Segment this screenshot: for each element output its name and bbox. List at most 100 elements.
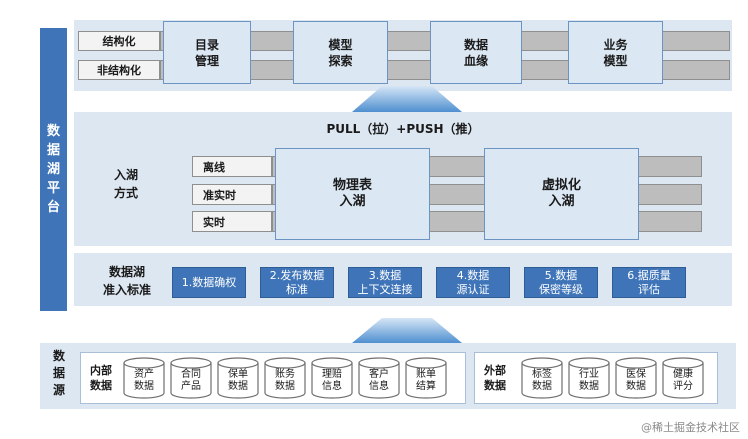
unstructured-label: 非结构化 — [78, 60, 160, 80]
external-label-line: 数据 — [484, 379, 506, 392]
module-text: 模型 — [603, 53, 628, 68]
source-text: 数据 — [626, 381, 646, 392]
module-text: 模型 — [328, 37, 353, 52]
standard-text: 保密等级 — [539, 282, 583, 296]
ingest-box-text: 虚拟化 — [541, 178, 581, 193]
standards-label-line: 准入标准 — [102, 283, 151, 297]
standard-text: 上下文连接 — [357, 282, 413, 296]
source-text: 理赔 — [322, 369, 342, 380]
standard-item-source-cert: 4.数据 源认证 — [436, 267, 510, 298]
source-title-char: 数 — [52, 349, 65, 363]
source-text: 客户 — [369, 369, 389, 380]
standard-text: 1.数据确权 — [181, 275, 237, 289]
standard-text: 评估 — [638, 282, 660, 296]
module-text: 血缘 — [463, 53, 488, 68]
pull-push-title: PULL（拉）+PUSH（推） — [326, 122, 480, 136]
source-text: 结算 — [416, 381, 436, 392]
external-source-health-score: 健康评分 — [662, 357, 704, 399]
source-text: 医保 — [626, 369, 646, 380]
source-text: 账单 — [416, 369, 436, 380]
standard-item-security-level: 5.数据 保密等级 — [524, 267, 598, 298]
module-text: 目录 — [194, 37, 219, 52]
source-text: 信息 — [369, 381, 389, 392]
standards-label-line: 数据湖 — [108, 265, 145, 279]
source-text: 账务 — [275, 369, 295, 380]
internal-data-label: 内部 数据 — [84, 363, 118, 393]
offline-text: 离线 — [203, 160, 225, 174]
business-model-box: 业务 模型 — [568, 21, 663, 84]
platform-char: 据 — [46, 143, 60, 158]
unstructured-text: 非结构化 — [97, 64, 141, 77]
near-realtime-label: 准实时 — [192, 184, 272, 205]
near-realtime-text: 准实时 — [203, 188, 236, 202]
admission-standards-label: 数据湖 准入标准 — [88, 263, 166, 299]
platform-char: 平 — [46, 181, 60, 196]
source-text: 信息 — [322, 381, 342, 392]
ingest-mode-line: 入湖 — [113, 168, 138, 182]
internal-source-billing-settlement: 账单结算 — [405, 357, 447, 399]
module-text: 管理 — [194, 53, 219, 68]
ingest-mode-line: 方式 — [113, 186, 138, 200]
standard-text: 2.发布数据 — [269, 268, 325, 282]
source-text: 评分 — [673, 381, 693, 392]
physical-table-ingest-box: 物理表 入湖 — [275, 148, 430, 240]
standard-text: 标准 — [286, 282, 308, 296]
internal-source-asset-data: 资产数据 — [123, 357, 165, 399]
upward-flow-arrow — [352, 86, 462, 112]
standard-text: 源认证 — [456, 282, 490, 296]
source-text: 数据 — [275, 381, 295, 392]
structured-text: 结构化 — [102, 35, 136, 48]
model-exploration-box: 模型 探索 — [293, 21, 388, 84]
ingest-box-text: 入湖 — [339, 194, 366, 209]
internal-source-accounting-data: 账务数据 — [264, 357, 306, 399]
ingest-box-text: 物理表 — [332, 178, 372, 193]
standard-text: 4.数据 — [456, 268, 490, 282]
internal-label-line: 数据 — [90, 379, 112, 392]
standard-text: 6.据质量 — [627, 268, 671, 282]
watermark: @稀土掘金技术社区 — [641, 421, 740, 434]
internal-label-line: 内部 — [90, 364, 112, 377]
module-text: 业务 — [603, 37, 628, 52]
source-text: 数据 — [579, 381, 599, 392]
source-text: 产品 — [181, 381, 201, 392]
ingest-box-text: 入湖 — [548, 194, 575, 209]
module-text: 探索 — [328, 53, 353, 68]
standard-text: 3.数据 — [368, 268, 402, 282]
standard-item-quality: 6.据质量 评估 — [612, 267, 686, 298]
data-lineage-box: 数据 血缘 — [430, 21, 522, 84]
external-data-label: 外部 数据 — [478, 363, 512, 393]
source-text: 健康 — [673, 369, 693, 380]
standard-item-publish: 2.发布数据 标准 — [260, 267, 334, 298]
realtime-text: 实时 — [203, 215, 225, 229]
source-text: 合同 — [181, 369, 201, 380]
standard-text: 5.数据 — [544, 268, 578, 282]
source-text: 标签 — [532, 369, 552, 380]
source-text: 行业 — [579, 369, 599, 380]
structured-label: 结构化 — [78, 31, 160, 51]
data-lake-platform-bar: 数 据 湖 平 台 — [40, 28, 67, 311]
ingest-mode-label: 入湖 方式 — [96, 166, 156, 202]
external-source-tag-data: 标签数据 — [521, 357, 563, 399]
upward-flow-arrow — [352, 318, 462, 343]
platform-char: 湖 — [46, 162, 60, 177]
source-text: 资产 — [134, 369, 154, 380]
source-text: 保单 — [228, 369, 248, 380]
internal-source-contract-product: 合同产品 — [170, 357, 212, 399]
external-source-industry-data: 行业数据 — [568, 357, 610, 399]
source-text: 数据 — [228, 381, 248, 392]
catalog-management-box: 目录 管理 — [163, 21, 251, 84]
internal-source-policy-data: 保单数据 — [217, 357, 259, 399]
internal-source-customer-info: 客户信息 — [358, 357, 400, 399]
module-text: 数据 — [463, 37, 488, 52]
standard-item-context: 3.数据 上下文连接 — [348, 267, 422, 298]
data-source-title: 数 据 源 — [48, 348, 70, 399]
platform-char: 数 — [46, 124, 60, 139]
standard-item-ownership: 1.数据确权 — [172, 267, 246, 298]
external-source-medical-insurance-data: 医保数据 — [615, 357, 657, 399]
platform-char: 台 — [46, 200, 60, 215]
virtualized-ingest-box: 虚拟化 入湖 — [484, 148, 639, 240]
source-text: 数据 — [134, 381, 154, 392]
realtime-label: 实时 — [192, 211, 272, 232]
internal-source-claims-info: 理赔信息 — [311, 357, 353, 399]
source-text: 数据 — [532, 381, 552, 392]
